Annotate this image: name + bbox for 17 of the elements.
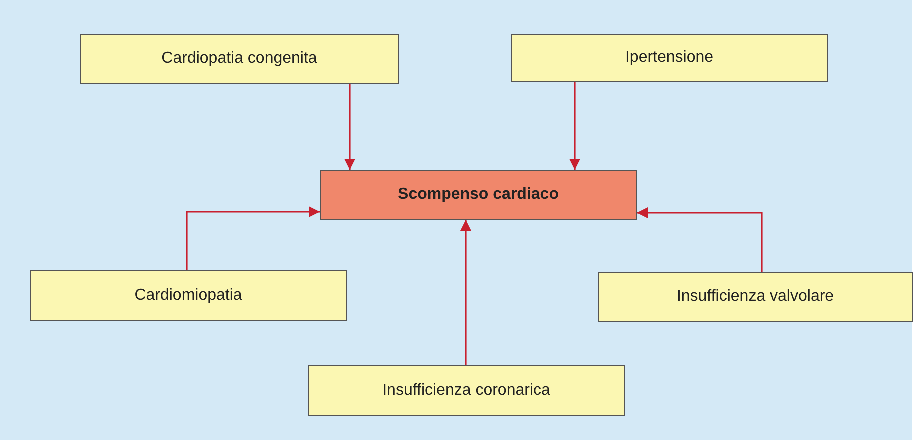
cause-box [308,365,625,416]
arrow [637,207,763,272]
box-label: Cardiopatia congenita [162,50,318,68]
cause-box [598,272,913,322]
box-label: Ipertensione [625,49,714,67]
central-box [320,170,637,220]
box-label: Cardiomiopatia [134,286,242,304]
box-label: Insufficienza coronarica [382,382,550,400]
arrow [186,206,320,270]
cause-box [511,34,828,82]
box-label: Scompenso cardiaco [398,186,559,204]
arrow [344,84,356,170]
arrow [460,220,472,365]
cause-box [80,34,399,84]
arrow [569,82,581,170]
box-label: Insufficienza valvolare [676,288,834,306]
cause-box [30,270,347,321]
